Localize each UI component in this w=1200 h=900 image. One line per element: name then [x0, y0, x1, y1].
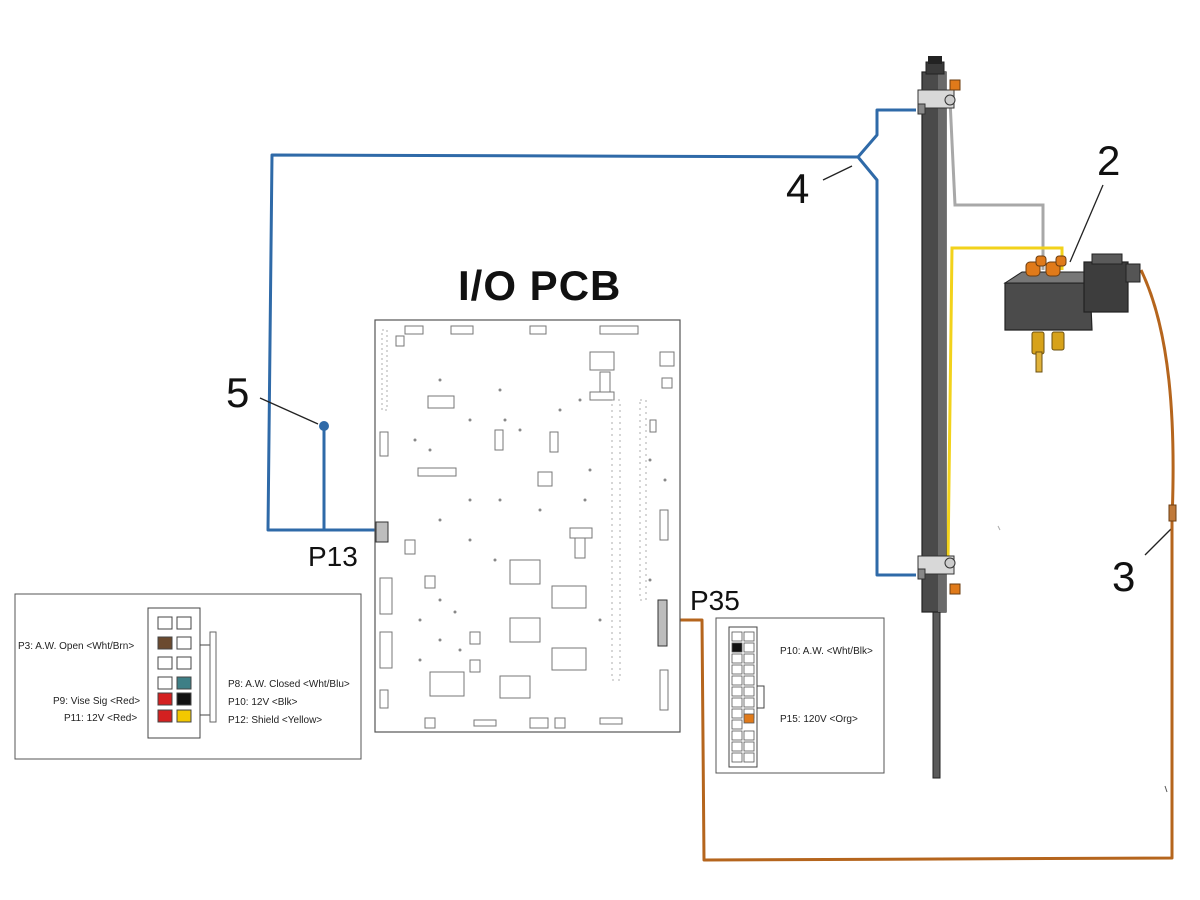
p35-detail-box	[715, 617, 885, 774]
io-pcb-board	[374, 319, 681, 733]
p13-pin-p9: P9: Vise Sig <Red>	[53, 696, 141, 707]
air-cylinder	[917, 56, 961, 779]
callout-5: 5	[226, 369, 250, 416]
solenoid-valve	[1003, 253, 1141, 373]
p13-header	[375, 521, 389, 543]
p35-label: P35	[690, 585, 740, 616]
callout-3: 3	[1112, 553, 1136, 600]
sensor-node-dot	[319, 421, 329, 431]
p13-detail-box	[14, 593, 362, 760]
pcb-title: I/O PCB	[458, 262, 622, 309]
blue-sensor-cable	[266, 108, 916, 577]
p13-pin-p3: P3: A.W. Open <Wht/Brn>	[18, 641, 135, 652]
orange-power-cable	[666, 269, 1175, 862]
p35-pin-p10: P10: A.W. <Wht/Blk>	[780, 646, 873, 657]
p13-pin-p12: P12: Shield <Yellow>	[228, 715, 323, 726]
p13-label: P13	[308, 541, 358, 572]
callout-leaders	[259, 165, 1173, 556]
p13-pin-p11: P11: 12V <Red>	[64, 713, 138, 724]
callout-2: 2	[1097, 137, 1121, 184]
p35-pin-p15: P15: 120V <Org>	[780, 714, 858, 725]
p13-pin-p10: P10: 12V <Blk>	[228, 697, 298, 708]
p13-pin-p8: P8: A.W. Closed <Wht/Blu>	[228, 679, 350, 690]
p35-header	[657, 599, 668, 647]
callout-4: 4	[786, 165, 810, 212]
cable-splice	[1168, 504, 1177, 522]
